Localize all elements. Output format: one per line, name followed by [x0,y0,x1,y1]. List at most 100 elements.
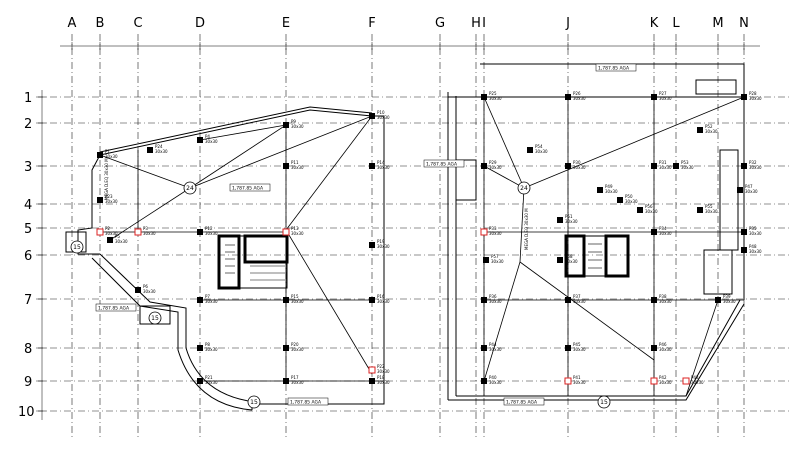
column-label: P30 [573,160,581,165]
column-size-label: 30x30 [745,189,758,194]
column-size-label: 30x30 [377,299,390,304]
column-label: P50 [625,194,633,199]
column-size-label: 30x30 [723,299,736,304]
column-mark [135,287,141,293]
column-mark [715,297,721,303]
column-mark [147,147,153,153]
left-building-outline [65,106,385,411]
column-size-label: 30x30 [205,139,218,144]
column-mark [283,163,289,169]
column-label: P25 [489,91,497,96]
column-label: P9 [291,119,296,124]
grid-label-B: B [96,16,105,31]
column-mark [557,257,563,263]
column-mark [557,217,563,223]
circle-mark-15-a: 15 [73,244,81,251]
column-label: P32 [749,160,757,165]
column-size-label: 30x30 [749,96,762,101]
grid-label-I: I [482,16,486,31]
column-size-label: 30x30 [115,239,128,244]
column-label: P53 [681,160,689,165]
column-mark [682,377,690,385]
column-size-label: 30x30 [491,259,504,264]
row-grid-labels: 1 2 3 4 5 6 7 8 9 10 [18,91,35,420]
grid-label-10: 10 [18,405,35,420]
circle-marks: 24 24 15 15 15 15 [70,181,611,409]
column-mark [565,297,571,303]
column-mark [697,207,703,213]
level-note-2: 1,787.85 AGA [98,306,130,312]
column-mark [617,197,623,203]
column-label: P54 [535,144,543,149]
column-size-label: 30x30 [659,96,672,101]
column-size-label: 30x30 [573,347,586,352]
column-mark [481,163,487,169]
column-label: P17 [291,375,299,380]
circle-mark-15-d: 15 [600,399,608,406]
column-size-label: 30x30 [535,149,548,154]
column-size-label: 30x30 [565,259,578,264]
column-label: P52 [705,124,713,129]
column-label: P41 [573,375,581,380]
column-mark [673,163,679,169]
column-label: P20 [291,342,299,347]
column-size-label: 30x30 [377,369,390,374]
column-label: P56 [645,204,653,209]
column-mark [637,207,643,213]
column-mark [197,378,203,384]
column-label: P22 [377,364,385,369]
circle-mark-24-right: 24 [520,185,528,192]
grid-label-5: 5 [24,222,32,237]
column-label: P58 [565,254,573,259]
column-size-label: 30x30 [291,124,304,129]
left-core [217,234,289,290]
column-mark [282,228,290,236]
column-label: P1 [105,149,110,154]
left-dimension-chain [38,90,46,420]
column-mark [97,197,103,203]
grid-label-C: C [133,16,142,31]
column-label: P47 [745,184,753,189]
column-size-label: 30x30 [291,165,304,170]
column-mark [481,94,487,100]
column-mark [651,163,657,169]
grid-label-7: 7 [24,293,32,308]
column-size-label: 30x30 [749,249,762,254]
right-core [564,234,630,278]
column-mark [697,127,703,133]
column-mark [97,152,103,158]
column-mark [283,378,289,384]
column-size-label: 30x30 [291,347,304,352]
column-size-label: 30x30 [143,289,156,294]
column-size-label: 30x30 [565,219,578,224]
column-label: P31 [659,160,667,165]
column-mark [481,297,487,303]
column-size-label: 30x30 [659,231,672,236]
column-label: P33 [489,226,497,231]
column-size-label: 30x30 [749,165,762,170]
column-label: P36 [489,294,497,299]
column-mark [197,137,203,143]
column-label: P55 [705,204,713,209]
column-size-label: 30x30 [291,299,304,304]
column-mark [369,242,375,248]
column-label: P26 [573,91,581,96]
column-mark [283,345,289,351]
column-mark [283,297,289,303]
column-label: P24 [155,144,163,149]
column-size-label: 30x30 [377,380,390,385]
column-label: P44 [489,342,497,347]
grid-lines [36,34,790,440]
circle-mark-24-left: 24 [186,185,194,192]
column-label: P48 [749,244,757,249]
column-label: P21 [205,375,213,380]
grid-label-E: E [282,16,290,31]
grid-label-D: D [195,16,205,31]
column-size-label: 30x30 [377,115,390,120]
column-size-label: 30x30 [155,149,168,154]
grid-label-F: F [368,16,375,31]
column-label: P34 [659,226,667,231]
column-mark [134,228,142,236]
level-note-5: 1,787.85 AGA [426,162,458,168]
column-mark [480,228,488,236]
